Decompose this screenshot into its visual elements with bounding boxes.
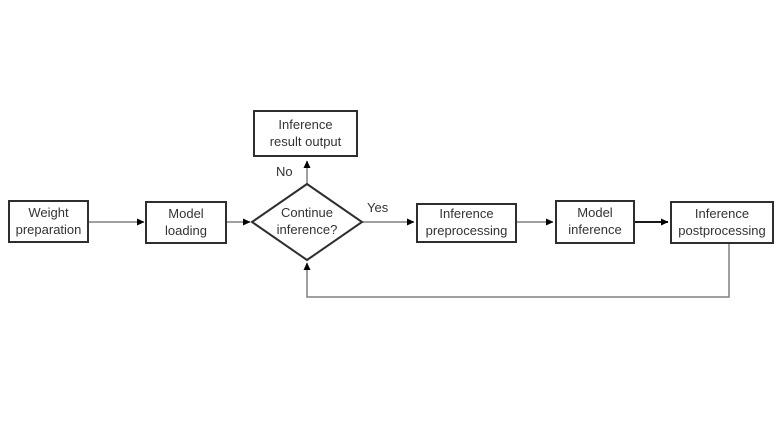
node-decision-label: Continue inference? [257,204,357,240]
node-label-line: loading [165,222,207,238]
node-label-line: result output [269,133,342,149]
node-label-line: Inference [439,206,494,222]
loop-postprocessing-to-decision [303,244,730,298]
node-inference-postprocessing: Inference postprocessing [670,201,774,244]
node-model-inference: Model inference [555,200,635,244]
node-label-line: Weight [28,204,69,220]
node-label-line: inference? [276,222,338,237]
edge-label-no: No [276,164,293,179]
node-label-line: postprocessing [678,222,766,238]
node-inference-preprocessing: Inference preprocessing [416,203,517,243]
decision-diamond [250,182,364,262]
node-label-line: inference [568,222,622,237]
node-label-line: Continue [280,205,334,221]
node-model-loading: Model loading [145,201,227,244]
node-inference-result-output: Inference result output [253,110,358,157]
node-label-line: Model [577,205,613,221]
node-weight-preparation: Weight preparation [8,200,89,243]
node-label-line: preprocessing [425,223,508,238]
edge-label-yes: Yes [367,200,389,215]
node-label-line: preparation [15,221,82,237]
node-label-line: Inference [694,205,750,221]
node-label-line: Model [168,205,204,221]
node-label-line: Inference [278,116,333,132]
